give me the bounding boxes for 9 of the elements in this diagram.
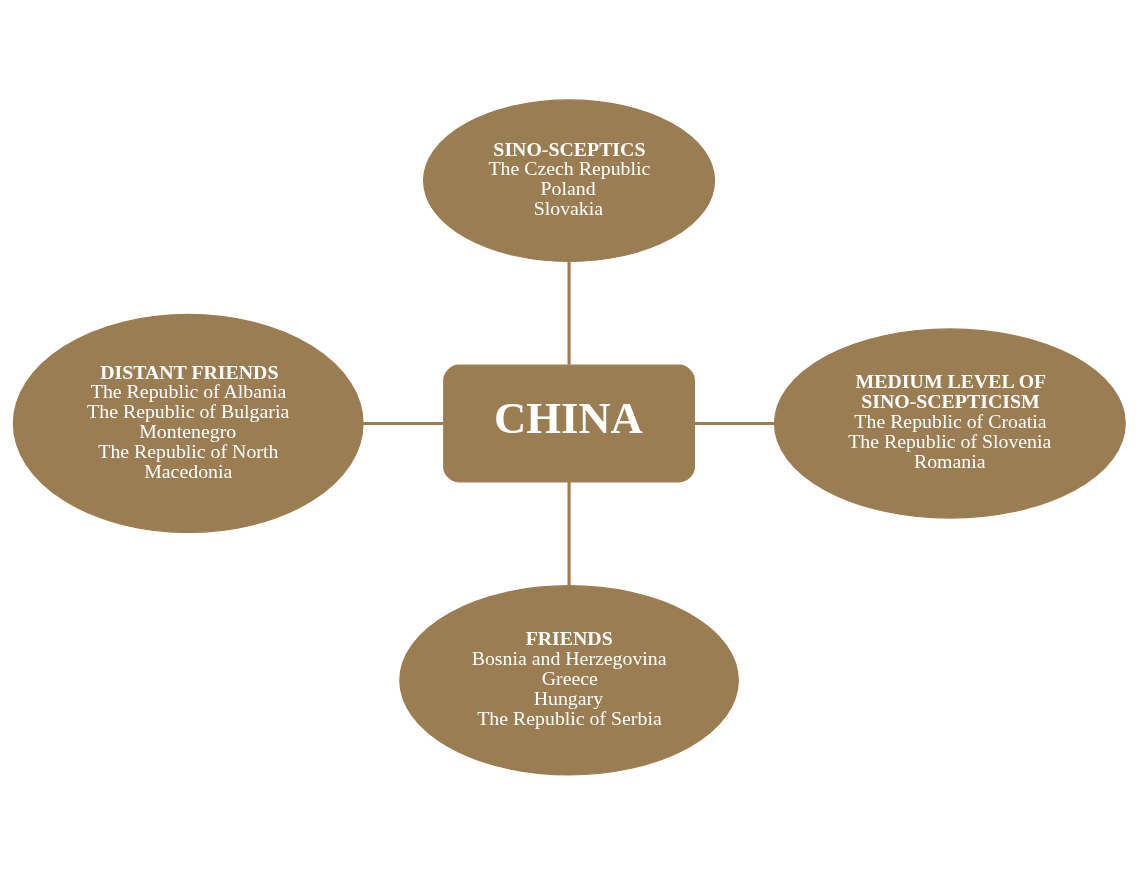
connector	[694, 421, 775, 425]
node-ellipse: SINO-SCEPTICS The Czech Republic Poland Slovakia	[423, 99, 716, 263]
connector	[363, 421, 444, 425]
node-box: CHINA	[443, 364, 695, 483]
node-ellipse: MEDIUM LEVEL OF SINO-SCEPTICISM The Republic of Croatia The Republic of Slovenia Romania	[773, 328, 1126, 519]
node-ellipse: FRIENDS Bosnia and Herzegovina Greece Hungary The Republic of Serbia	[399, 585, 739, 776]
connector	[567, 261, 571, 365]
connector	[567, 481, 571, 586]
node-ellipse: DISTANT FRIENDS The Republic of Albania The Republic of Bulgaria Montenegro The Republic of North Macedonia	[12, 313, 364, 534]
